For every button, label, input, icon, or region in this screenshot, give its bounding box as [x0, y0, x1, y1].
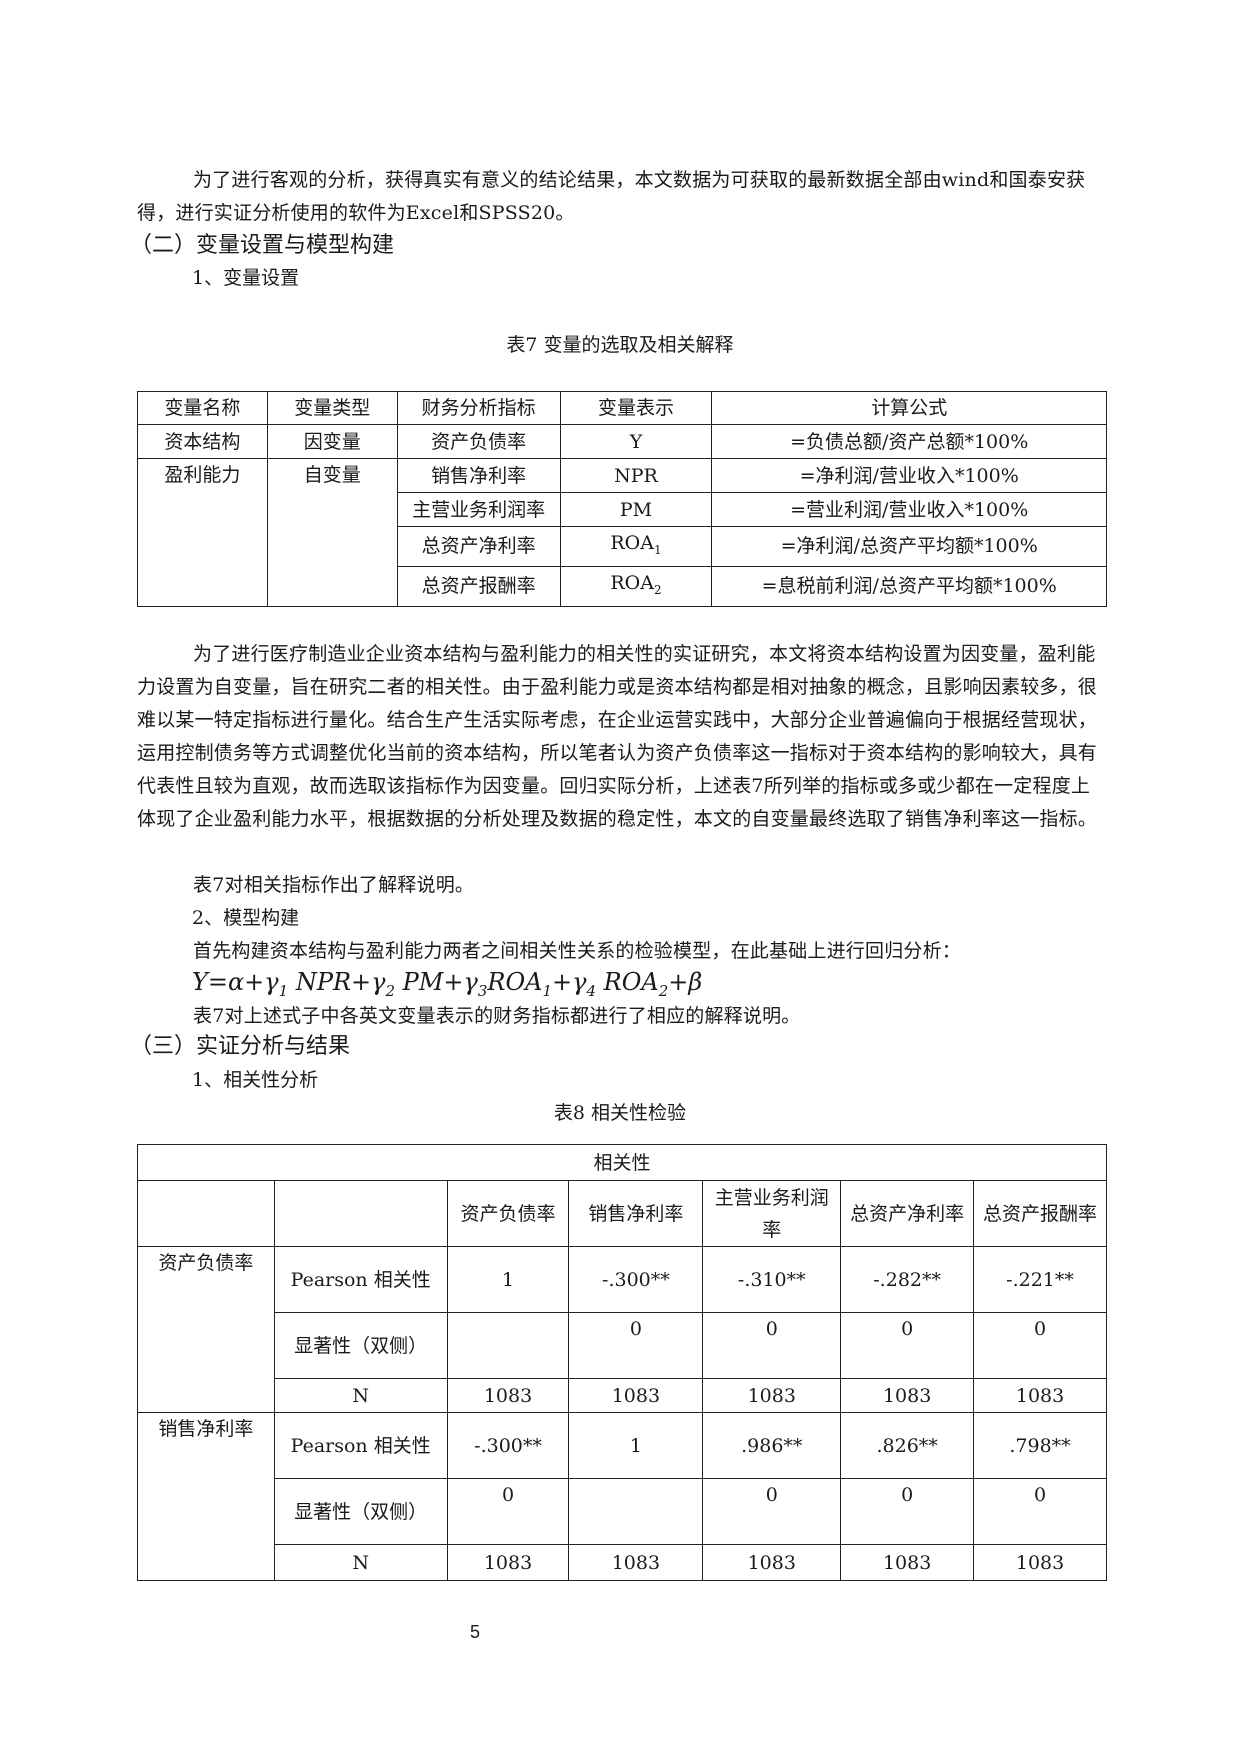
model-intro: 首先构建资本结构与盈利能力两者之间相关性关系的检验模型，在此基础上进行回归分析：	[193, 940, 962, 962]
cell-formula: =营业利润/营业收入*100%	[711, 492, 1107, 527]
col-header: 资产负债率	[446, 1180, 570, 1247]
table-row: N 1083 1083 1083 1083 1083	[138, 1544, 1107, 1581]
cell-value: 1	[446, 1246, 570, 1313]
cell-variable-name: 盈利能力	[137, 458, 268, 607]
table7-header: 计算公式	[711, 391, 1107, 425]
table7: 变量名称 变量类型 财务分析指标 变量表示 计算公式 资本结构 因变量 资产负债…	[137, 391, 1107, 607]
cell-indicator: 资产负债率	[396, 424, 561, 459]
table-row: N 1083 1083 1083 1083 1083	[138, 1378, 1107, 1413]
cell-value: -.221**	[973, 1246, 1107, 1313]
formula-note: 表7对上述式子中各英文变量表示的财务指标都进行了相应的解释说明。	[193, 1005, 801, 1027]
cell-value: 1083	[446, 1378, 570, 1413]
table8: 相关性 资产负债率 销售净利率 主营业务利润率 总资产净利率 总资产报酬率 资产…	[137, 1144, 1107, 1581]
cell-symbol: ROA1	[559, 526, 713, 567]
cell-value: 0	[702, 1312, 842, 1379]
cell-value: .826**	[840, 1412, 975, 1479]
cell-value: 1083	[973, 1544, 1107, 1581]
cell-symbol: NPR	[559, 458, 713, 493]
stat-label: N	[273, 1378, 448, 1413]
page-number: 5	[470, 1622, 481, 1642]
cell-value: 1083	[446, 1544, 570, 1581]
cell-value: 0	[840, 1312, 975, 1379]
row-group-label: 资产负债率	[137, 1246, 275, 1413]
subheading-variable-setting: 1、变量设置	[192, 267, 300, 289]
cell-value: 1	[568, 1412, 704, 1479]
stat-label: N	[273, 1544, 448, 1581]
table7-header: 变量名称	[137, 391, 268, 425]
subheading-model: 2、模型构建	[192, 907, 300, 929]
stat-label: 显著性（双侧）	[273, 1478, 448, 1545]
stat-label: 显著性（双侧）	[273, 1312, 448, 1379]
cell-value: 1083	[840, 1544, 975, 1581]
table7-header: 变量表示	[559, 391, 713, 425]
cell-symbol: PM	[559, 492, 713, 527]
table7-header: 财务分析指标	[396, 391, 561, 425]
table8-header-row: 资产负债率 销售净利率 主营业务利润率 总资产净利率 总资产报酬率	[137, 1180, 1107, 1247]
cell-value: 1083	[568, 1544, 704, 1581]
col-header: 总资产净利率	[840, 1180, 975, 1247]
table-row: 总资产报酬率 ROA2 =息税前利润/总资产平均额*100%	[138, 565, 1107, 607]
cell-formula: =负债总额/资产总额*100%	[711, 424, 1107, 459]
cell-value: .798**	[973, 1412, 1107, 1479]
table-row: 资本结构 因变量 资产负债率 Y =负债总额/资产总额*100%	[137, 424, 1107, 459]
table7-header: 变量类型	[266, 391, 398, 425]
cell-value: 0	[446, 1478, 570, 1545]
cell-indicator: 总资产净利率	[396, 526, 561, 567]
cell-value: .986**	[702, 1412, 842, 1479]
col-header: 销售净利率	[568, 1180, 704, 1247]
stat-label: Pearson 相关性	[273, 1412, 448, 1479]
table8-title: 相关性	[137, 1144, 1107, 1181]
section-heading-2: （二）变量设置与模型构建	[130, 233, 395, 258]
cell-value: -.310**	[702, 1246, 842, 1313]
cell-value: 1083	[568, 1378, 704, 1413]
table7-header-row: 变量名称 变量类型 财务分析指标 变量表示 计算公式	[137, 391, 1107, 425]
table-row: 显著性（双侧） 0 0 0 0	[138, 1478, 1107, 1545]
table7-caption: 表7 变量的选取及相关解释	[506, 334, 734, 356]
col-header: 主营业务利润率	[702, 1180, 842, 1247]
cell-value: 0	[568, 1312, 704, 1379]
cell-variable-type: 自变量	[266, 458, 398, 607]
cell-value: 1083	[702, 1378, 842, 1413]
cell-value: 0	[702, 1478, 842, 1545]
cell-indicator: 销售净利率	[396, 458, 561, 493]
cell-variable-type: 因变量	[266, 424, 398, 459]
cell-formula: =净利润/总资产平均额*100%	[711, 526, 1107, 567]
cell-value: 1083	[702, 1544, 842, 1581]
regression-formula: Y=α+γ1 NPR+γ2 PM+γ3ROA1+γ4 ROA2+β	[192, 968, 703, 1000]
cell-value: 1083	[840, 1378, 975, 1413]
cell-indicator: 总资产报酬率	[396, 565, 561, 607]
cell-value: 0	[973, 1478, 1107, 1545]
cell-symbol: Y	[559, 424, 713, 459]
col-header: 总资产报酬率	[973, 1180, 1107, 1247]
cell-symbol: ROA2	[559, 565, 713, 607]
cell-value: 1083	[973, 1378, 1107, 1413]
cell-value: 0	[973, 1312, 1107, 1379]
cell-indicator: 主营业务利润率	[396, 492, 561, 527]
table-row: 主营业务利润率 PM =营业利润/营业收入*100%	[138, 492, 1107, 527]
row-group-label: 销售净利率	[137, 1412, 275, 1581]
table-row: 显著性（双侧） 0 0 0 0	[138, 1312, 1107, 1379]
table-row: 总资产净利率 ROA1 =净利润/总资产平均额*100%	[138, 526, 1107, 567]
table-row: 资产负债率 Pearson 相关性 1 -.300** -.310** -.28…	[137, 1246, 1107, 1413]
table8-caption: 表8 相关性检验	[553, 1102, 687, 1124]
cell-formula: =净利润/营业收入*100%	[711, 458, 1107, 493]
cell-formula: =息税前利润/总资产平均额*100%	[711, 565, 1107, 607]
cell-value: 0	[840, 1478, 975, 1545]
cell-value: -.300**	[568, 1246, 704, 1313]
section-heading-3: （三）实证分析与结果	[130, 1034, 351, 1059]
intro-paragraph: 为了进行客观的分析，获得真实有意义的结论结果，本文数据为可获取的最新数据全部由w…	[137, 169, 1086, 224]
cell-variable-name: 资本结构	[137, 424, 268, 459]
body-paragraph: 为了进行医疗制造业企业资本结构与盈利能力的相关性的实证研究，本文将资本结构设置为…	[137, 643, 1098, 830]
cell-value	[568, 1478, 704, 1545]
stat-label: Pearson 相关性	[273, 1246, 448, 1313]
cell-value	[446, 1312, 570, 1379]
table7-note: 表7对相关指标作出了解释说明。	[193, 874, 475, 896]
table-row: 盈利能力 自变量 销售净利率 NPR =净利润/营业收入*100%	[137, 458, 1107, 607]
table-row: 销售净利率 Pearson 相关性 -.300** 1 .986** .826*…	[137, 1412, 1107, 1581]
subheading-correlation: 1、相关性分析	[192, 1069, 319, 1091]
cell-value: -.300**	[446, 1412, 570, 1479]
cell-value: -.282**	[840, 1246, 975, 1313]
